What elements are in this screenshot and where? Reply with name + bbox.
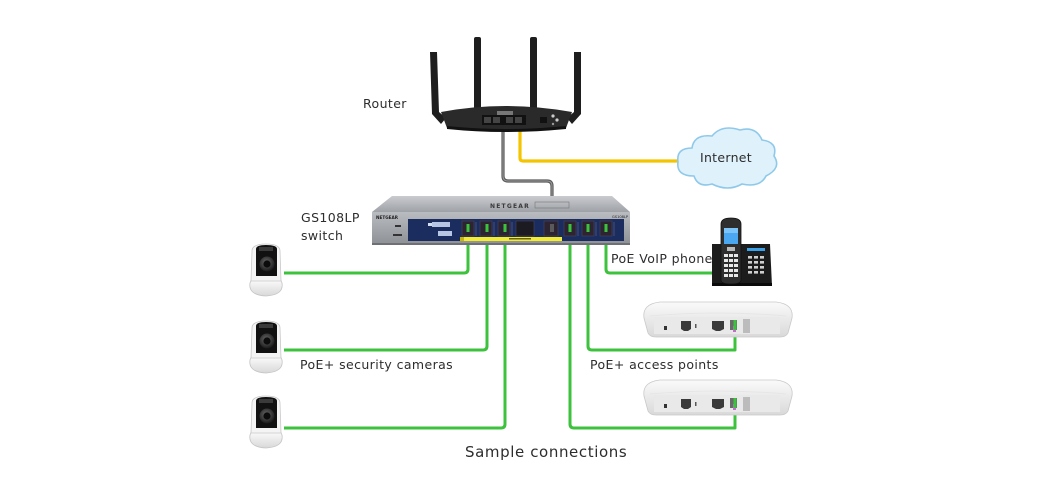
poe-cable-camera-1 bbox=[284, 228, 470, 275]
internet-cable bbox=[518, 112, 684, 163]
security-cameras-label: PoE+ security cameras bbox=[300, 357, 454, 372]
switch-label-model: GS108LP bbox=[301, 210, 360, 225]
poe-cable-camera-3 bbox=[284, 228, 507, 430]
camera-1 bbox=[249, 243, 283, 297]
poe-cable-camera-2 bbox=[284, 228, 489, 352]
access-point-2 bbox=[643, 379, 793, 416]
access-point-1 bbox=[643, 301, 793, 338]
poe-cable-access-point-1 bbox=[586, 228, 737, 352]
switch-label-type: switch bbox=[301, 228, 344, 243]
internet-cloud: Internet bbox=[676, 127, 778, 189]
access-points-label: PoE+ access points bbox=[590, 357, 719, 372]
router-label: Router bbox=[363, 96, 407, 111]
voip-phone-device bbox=[712, 217, 772, 286]
switch-port-4[interactable] bbox=[515, 220, 535, 237]
poe-cable-voip-phone bbox=[604, 228, 716, 275]
voip-phone-label: PoE VoIP phone bbox=[611, 251, 713, 266]
diagram-caption: Sample connections bbox=[465, 443, 628, 461]
cables bbox=[284, 108, 737, 430]
internet-label: Internet bbox=[700, 150, 752, 165]
camera-2 bbox=[249, 320, 283, 374]
poe-cable-access-point-2 bbox=[568, 228, 737, 430]
router-antennas bbox=[430, 37, 581, 124]
camera-3 bbox=[249, 395, 283, 449]
switch-model-badge: GS108LP bbox=[612, 215, 629, 219]
router-device bbox=[430, 37, 581, 132]
switch-top-brand: NETGEAR bbox=[490, 203, 530, 210]
switch-front-brand: NETGEAR bbox=[376, 215, 399, 220]
switch-device: NETGEAR NETGEAR GS108LP bbox=[372, 196, 630, 245]
switch-ports bbox=[461, 220, 613, 237]
